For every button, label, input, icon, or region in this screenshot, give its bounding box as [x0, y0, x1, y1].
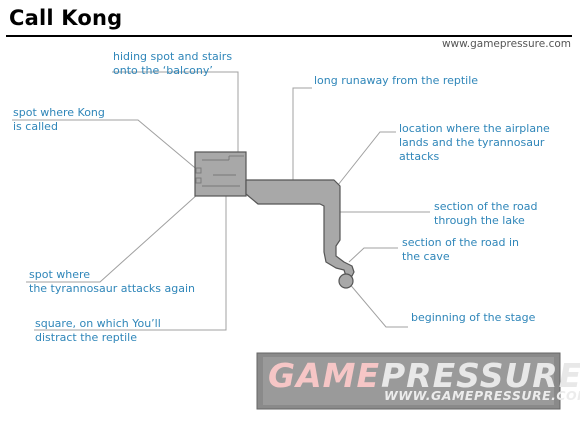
leader-kong-called: [12, 119, 201, 173]
map-shape: [194, 151, 355, 289]
leader-road-cave: [348, 247, 398, 263]
label-long-runaway: long runaway from the reptile: [314, 74, 479, 87]
map-detail-box: [195, 177, 202, 184]
leader-airplane-lands: [337, 131, 396, 186]
label-square: square, on which You’ll distract the rep…: [35, 317, 161, 344]
map-road: [245, 179, 355, 277]
title-divider: [6, 35, 572, 37]
watermark-pressure-text: PRESSURE: [381, 356, 580, 395]
leader-beginning: [347, 281, 408, 328]
page-title: Call Kong: [9, 6, 123, 30]
label-airplane-lands: location where the airplane lands and th…: [399, 122, 550, 163]
label-tyrannosaur-again: spot where the tyrannosaur attacks again: [29, 268, 196, 295]
map-start-point: [338, 273, 354, 289]
leader-tyrannosaur-again: [26, 193, 199, 283]
leader-lines: [12, 71, 430, 331]
label-road-cave: section of the road in the cave: [402, 236, 520, 263]
map-square-area: [194, 151, 247, 197]
leader-hiding-spot: [112, 71, 239, 152]
leader-long-runaway: [292, 87, 312, 182]
label-road-lake: section of the road through the lake: [434, 200, 538, 227]
watermark-game-text: GAME: [268, 356, 381, 395]
site-url: www.gamepressure.com: [441, 38, 571, 50]
watermark-inner: [263, 357, 554, 405]
label-beginning: beginning of the stage: [411, 311, 536, 324]
label-hiding-spot: hiding spot and stairs onto the ‘balcony…: [113, 50, 233, 77]
leader-square: [34, 196, 227, 331]
label-kong-called: spot where Kong is called: [13, 106, 105, 133]
watermark-url: WWW.GAMEPRESSURE.COM: [384, 388, 580, 403]
map-detail-box: [195, 167, 202, 174]
